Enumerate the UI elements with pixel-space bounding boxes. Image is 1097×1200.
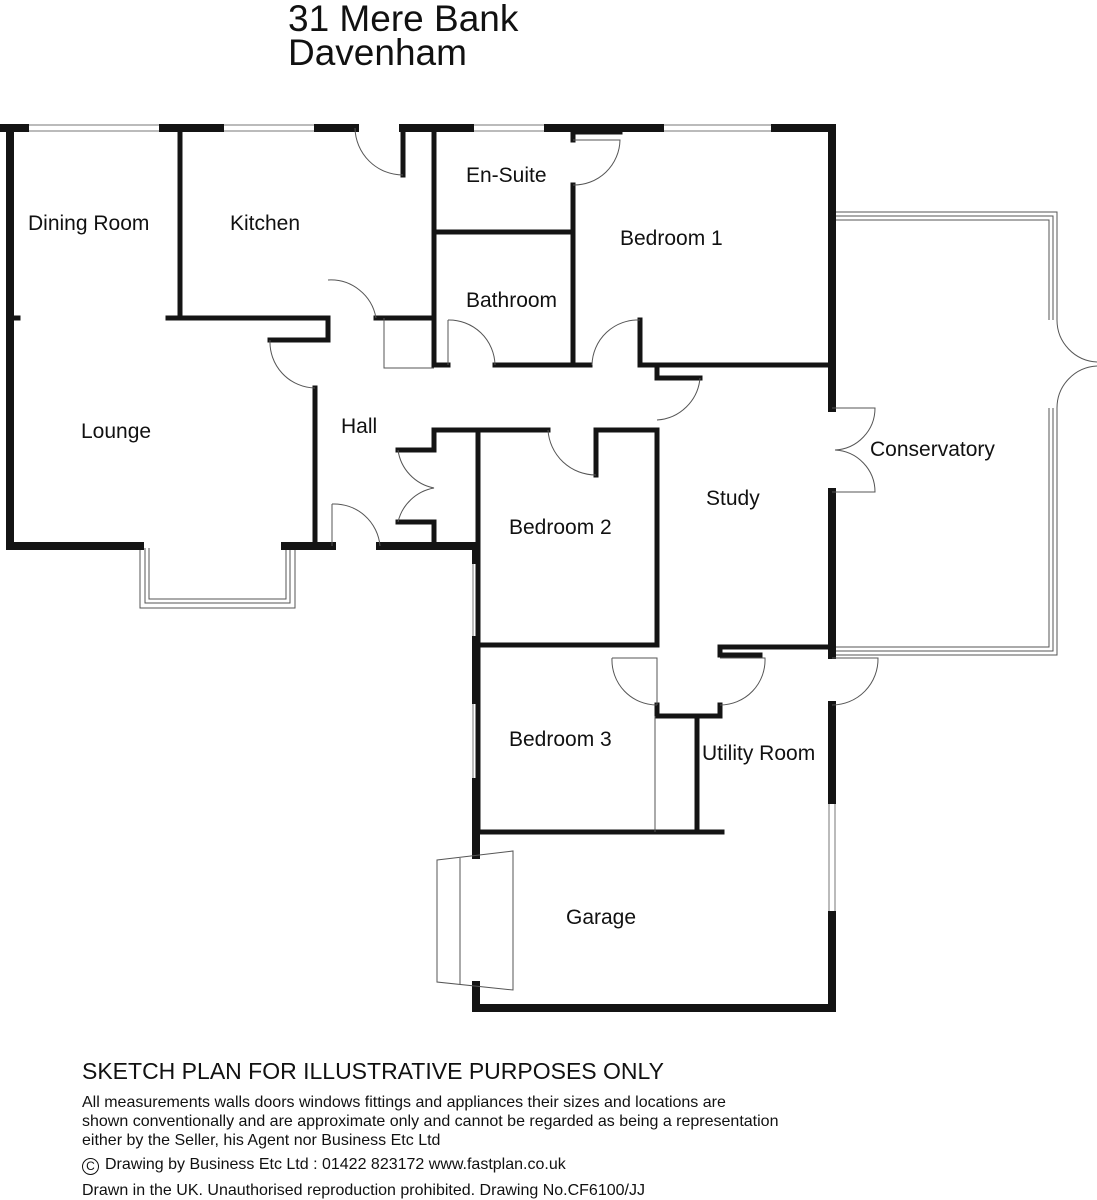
hall-kitchen-door-icon xyxy=(327,279,377,319)
credit-text: Drawing by Business Etc Ltd : 01422 8231… xyxy=(105,1156,566,1173)
exterior-walls xyxy=(0,124,836,1012)
conservatory-doors-icon xyxy=(832,407,876,493)
label-dining-room: Dining Room xyxy=(28,212,149,235)
copyright-icon: C xyxy=(82,1158,99,1175)
label-en-suite: En-Suite xyxy=(466,164,547,187)
lounge-door-icon xyxy=(269,339,316,389)
study-door-icon xyxy=(656,377,701,421)
floor-plan: Dining Room Kitchen En-Suite Bedroom 1 B… xyxy=(0,124,1097,1012)
ensuite-door-icon xyxy=(572,139,621,186)
cupboard-doors-icon xyxy=(397,449,435,523)
conservatory-outer-doors-icon xyxy=(1056,319,1097,409)
property-town: Davenham xyxy=(288,32,467,73)
disclaimer-line: either by the Seller, his Agent nor Busi… xyxy=(82,1132,441,1149)
doors xyxy=(269,127,1097,991)
label-garage: Garage xyxy=(566,906,636,929)
disclaimer-line: shown conventionally and are approximate… xyxy=(82,1113,779,1130)
bedroom2-door-icon xyxy=(547,429,597,476)
label-utility-room: Utility Room xyxy=(702,742,815,765)
interior-walls xyxy=(7,125,833,835)
kitchen-door-icon xyxy=(354,127,404,176)
label-bedroom-1: Bedroom 1 xyxy=(620,227,723,250)
property-address: 31 Mere Bank xyxy=(288,0,519,39)
label-hall: Hall xyxy=(341,415,377,438)
disclaimer-line: All measurements walls doors windows fit… xyxy=(82,1094,726,1111)
front-door-icon xyxy=(331,503,381,547)
bedroom1-door-icon xyxy=(591,319,641,366)
bedroom3-door-icon xyxy=(611,657,658,706)
label-bedroom-2: Bedroom 2 xyxy=(509,516,612,539)
label-bedroom-3: Bedroom 3 xyxy=(509,728,612,751)
label-kitchen: Kitchen xyxy=(230,212,300,235)
label-study: Study xyxy=(706,487,760,510)
credit-line: C Drawing by Business Etc Ltd : 01422 823… xyxy=(82,1155,566,1175)
notice-line: Drawn in the UK. Unauthorised reproducti… xyxy=(82,1182,645,1199)
label-lounge: Lounge xyxy=(81,420,151,443)
bathroom-door-icon xyxy=(447,319,496,366)
utility-door-icon xyxy=(719,657,766,706)
label-conservatory: Conservatory xyxy=(870,438,995,461)
utility-outer-door-icon xyxy=(831,657,879,706)
label-bathroom: Bathroom xyxy=(466,289,557,312)
garage-door-icon xyxy=(436,850,514,991)
room-labels: Dining Room Kitchen En-Suite Bedroom 1 B… xyxy=(28,164,995,929)
disclaimer-heading: SKETCH PLAN FOR ILLUSTRATIVE PURPOSES ON… xyxy=(82,1058,664,1084)
